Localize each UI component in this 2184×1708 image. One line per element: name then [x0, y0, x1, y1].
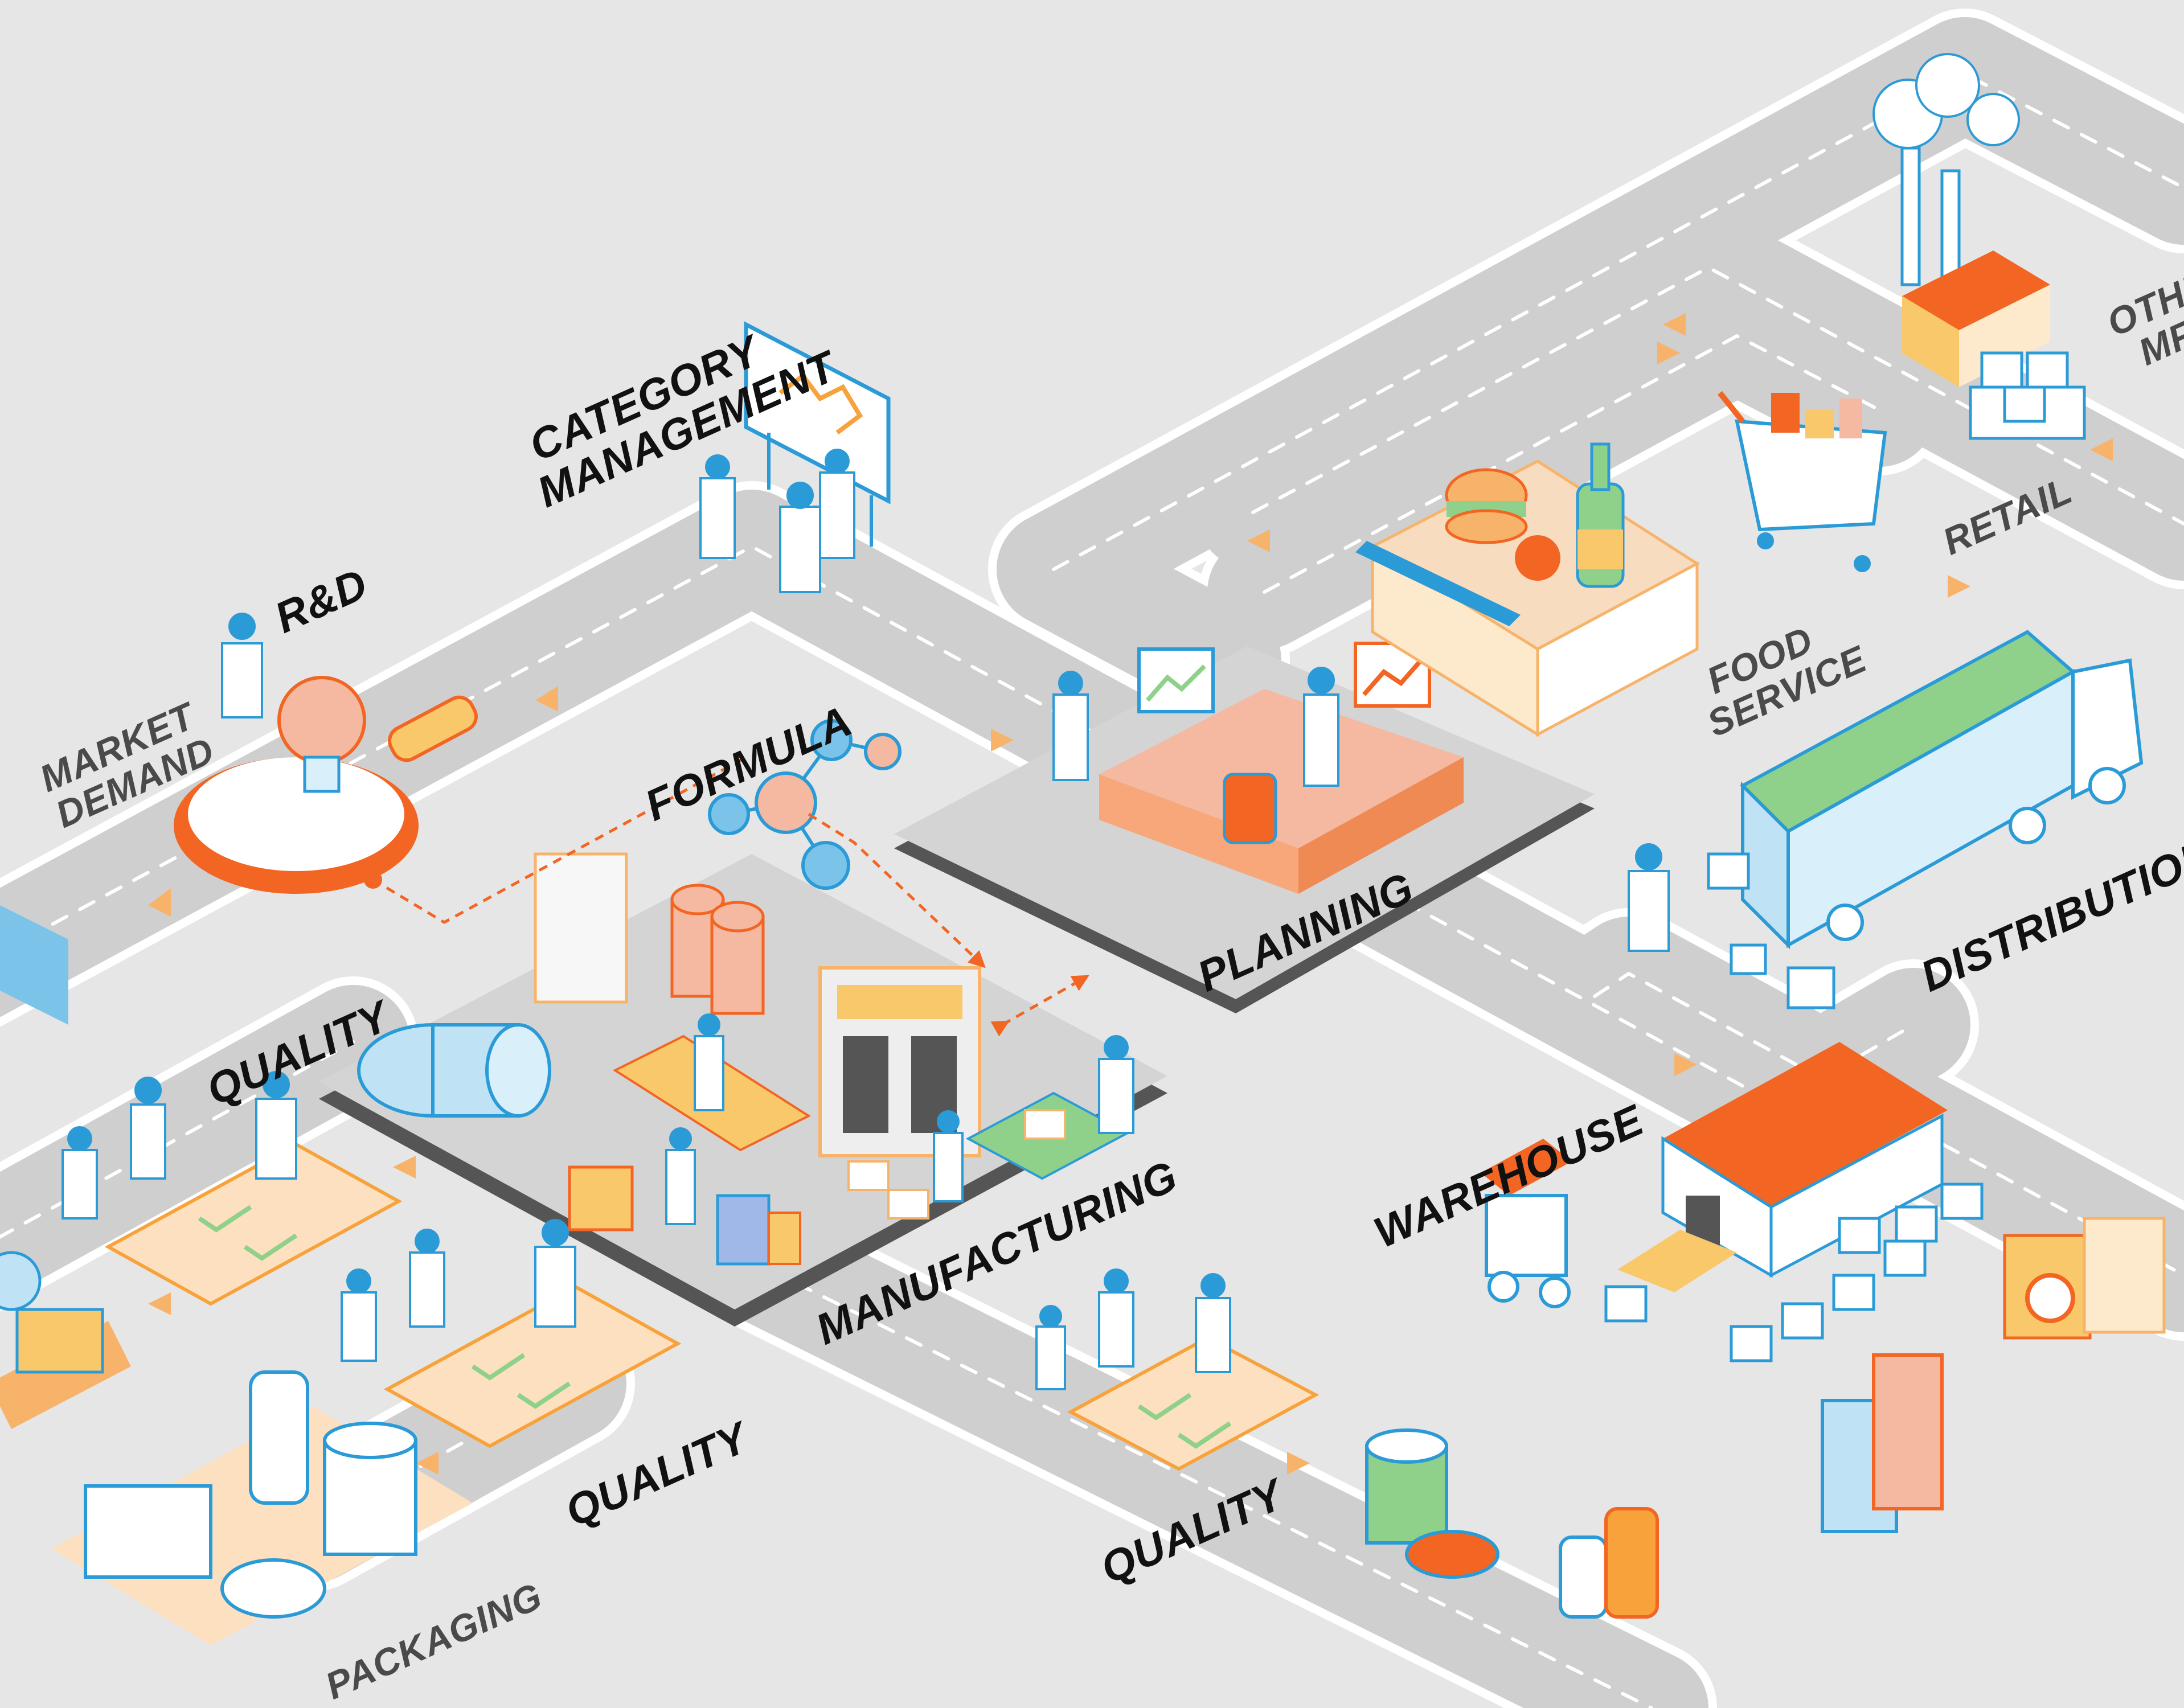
flow-arrows	[148, 313, 2113, 1475]
milk-carton-icon	[1821, 1353, 1944, 1533]
formula-link	[372, 756, 1090, 1037]
shopping-cart-icon	[1718, 391, 1887, 572]
box-icon	[1604, 351, 2166, 1362]
magnifier-icon	[174, 695, 478, 894]
bottle-icon	[1576, 442, 1625, 588]
molecule-icon	[708, 719, 902, 890]
clipboard-icon	[104, 1142, 1320, 1471]
people	[62, 449, 1670, 1390]
office-chair	[1223, 773, 1277, 844]
tank-icon	[357, 1023, 551, 1118]
truck-icon	[1740, 630, 2144, 950]
lightbulb-icon	[277, 676, 366, 793]
warehouse-icon	[1617, 1042, 1948, 1292]
can-icon	[1365, 1428, 1659, 1619]
whiteboard-icon	[744, 321, 891, 547]
packaging-area	[51, 1370, 473, 1645]
left-edge-items	[0, 905, 131, 1429]
burger-icon	[1445, 468, 1560, 581]
boiler-icon	[534, 852, 765, 1231]
planning-desk	[1099, 689, 1464, 894]
forklift-icon	[1481, 1139, 1572, 1308]
